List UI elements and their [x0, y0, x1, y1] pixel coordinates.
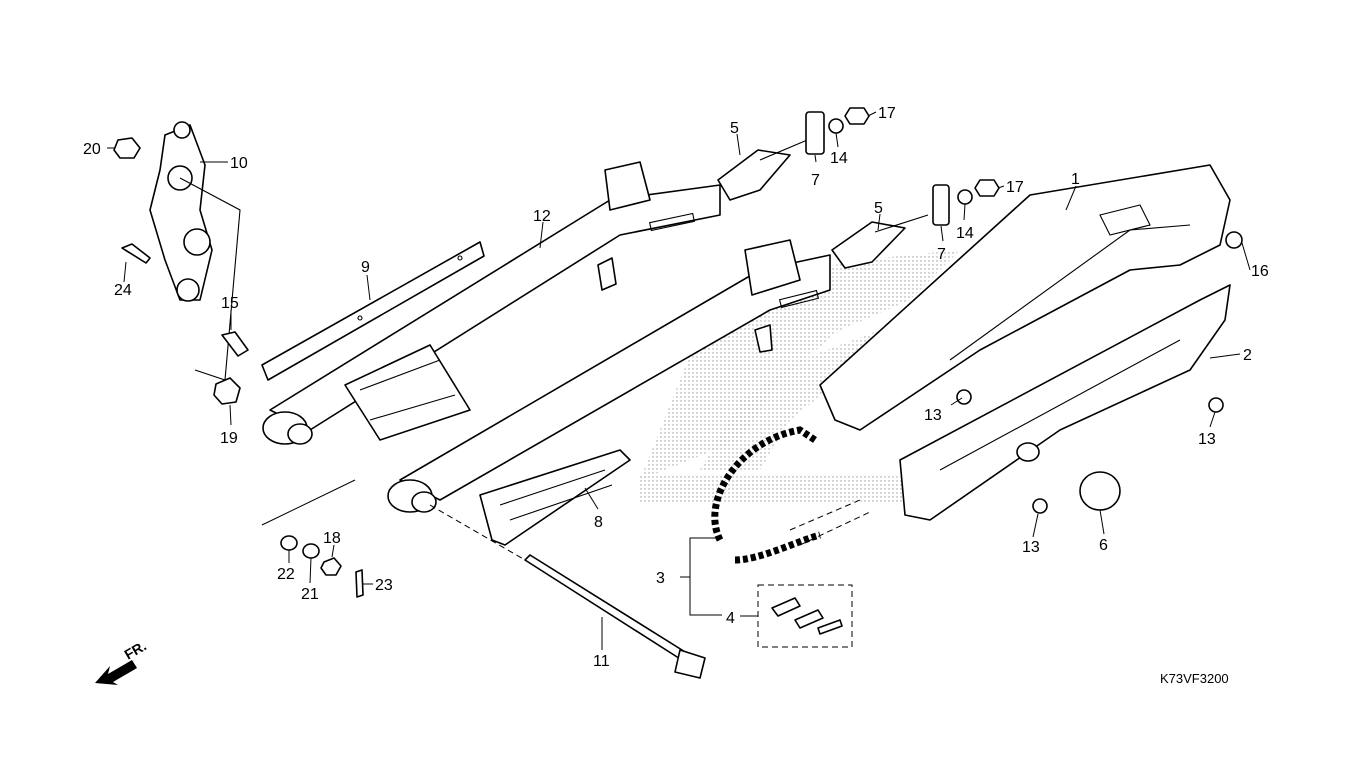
- washer-14-left[interactable]: [828, 118, 844, 134]
- label-part-5a: 5: [730, 120, 739, 137]
- label-part-7b: 7: [937, 246, 946, 263]
- adjuster-plate-left[interactable]: [805, 111, 825, 155]
- label-part-15: 15: [221, 295, 239, 312]
- bolt-24[interactable]: [121, 243, 151, 264]
- leader-lines: [107, 111, 1251, 650]
- nut-17-left[interactable]: [844, 107, 870, 125]
- label-part-1: 1: [1071, 171, 1080, 188]
- label-part-16: 16: [1251, 263, 1269, 280]
- nut-17-right[interactable]: [974, 179, 1000, 197]
- washer-22[interactable]: [280, 535, 298, 551]
- bolt-15[interactable]: [221, 331, 249, 357]
- chain-adjuster-right[interactable]: [831, 214, 929, 269]
- swingarm[interactable]: [262, 161, 831, 513]
- inspection-cap[interactable]: [1079, 471, 1121, 511]
- label-part-17b: 17: [1006, 179, 1024, 196]
- label-part-13a: 13: [924, 407, 942, 424]
- label-part-10: 10: [230, 155, 248, 172]
- label-part-23: 23: [375, 577, 393, 594]
- label-part-13b: 13: [1198, 431, 1216, 448]
- pivot-bolt[interactable]: [429, 504, 706, 679]
- label-part-6: 6: [1099, 537, 1108, 554]
- master-link-set[interactable]: [757, 584, 853, 648]
- nut-20[interactable]: [113, 137, 141, 159]
- label-part-19: 19: [220, 430, 238, 447]
- washer-14-right[interactable]: [957, 189, 973, 205]
- nut-18[interactable]: [320, 557, 342, 576]
- label-part-4: 4: [726, 610, 735, 627]
- label-part-7a: 7: [811, 172, 820, 189]
- label-part-17a: 17: [878, 105, 896, 122]
- label-part-18: 18: [323, 530, 341, 547]
- honda-watermark: [640, 250, 960, 503]
- label-part-11: 11: [593, 653, 610, 670]
- collar-19[interactable]: [213, 377, 241, 405]
- front-label: FR.: [122, 637, 150, 662]
- drive-chain[interactable]: [711, 426, 871, 564]
- chain-adjuster-left[interactable]: [717, 137, 813, 201]
- bolt-16[interactable]: [1225, 231, 1243, 249]
- label-part-3: 3: [656, 570, 665, 587]
- chain-slider[interactable]: [479, 449, 631, 546]
- label-part-21: 21: [301, 586, 319, 603]
- shock-link[interactable]: [149, 121, 241, 381]
- label-part-14a: 14: [830, 150, 848, 167]
- bolt-13-c[interactable]: [1032, 498, 1048, 514]
- chain-case-lower[interactable]: [899, 284, 1231, 521]
- bolt-13-b[interactable]: [1208, 397, 1224, 413]
- label-part-20: 20: [83, 141, 101, 158]
- chain-slider-strip[interactable]: [261, 241, 485, 381]
- washer-21[interactable]: [302, 543, 320, 559]
- diagram-code: K73VF3200: [1160, 671, 1229, 686]
- label-part-13c: 13: [1022, 539, 1040, 556]
- label-part-5b: 5: [874, 200, 883, 217]
- front-direction-arrow: FR.: [95, 637, 149, 685]
- chain-case-upper[interactable]: [819, 164, 1231, 431]
- label-part-14b: 14: [956, 225, 974, 242]
- label-part-8: 8: [594, 514, 603, 531]
- label-part-24: 24: [114, 282, 132, 299]
- cotter-pin-23[interactable]: [355, 569, 364, 598]
- bolt-13-a[interactable]: [956, 389, 972, 405]
- label-part-9: 9: [361, 259, 370, 276]
- adjuster-plate-right[interactable]: [932, 184, 950, 226]
- label-part-2: 2: [1243, 347, 1252, 364]
- label-part-22: 22: [277, 566, 295, 583]
- label-part-12: 12: [533, 208, 551, 225]
